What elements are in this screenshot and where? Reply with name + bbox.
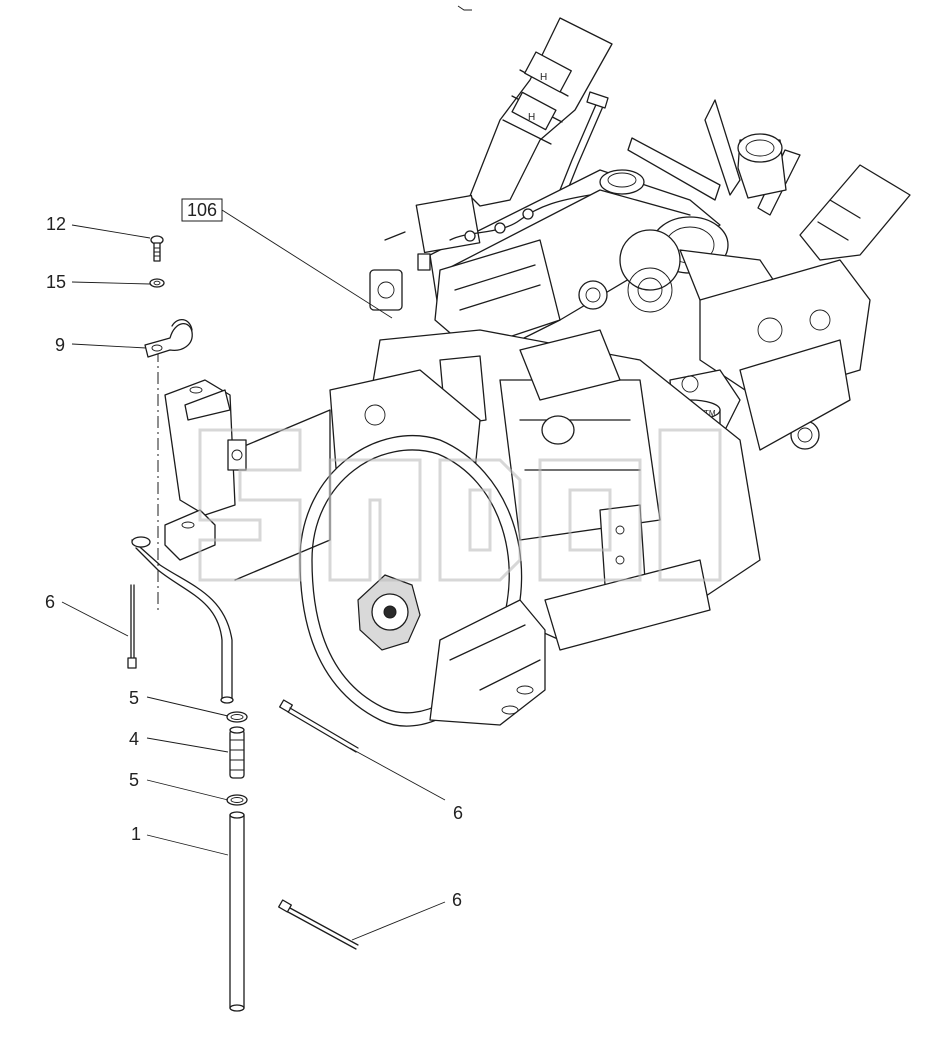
cable-tie-left: [127, 584, 137, 669]
callout-106: 106: [181, 198, 223, 222]
callout-4: 4: [129, 729, 139, 749]
svg-text:TM: TM: [704, 409, 716, 418]
exhaust-manifold: [699, 259, 871, 451]
mount-bracket: [164, 379, 331, 581]
callout-15: 15: [46, 272, 66, 292]
callout-5-upper: 5: [129, 688, 139, 708]
intake-hose: H H: [469, 17, 613, 207]
engine-foot: [429, 559, 711, 726]
callout-1: 1: [131, 824, 141, 844]
leader-lines: [61, 209, 446, 941]
cable-tie-lower: [278, 899, 359, 950]
svg-text:H: H: [540, 72, 547, 83]
washer-part-15: [149, 278, 165, 288]
breather-pipe: [559, 91, 609, 195]
cable-tie-middle: [279, 699, 359, 753]
breather-tube-bent: [131, 536, 234, 704]
callout-9: 9: [55, 335, 65, 355]
bolt-part-12: [150, 235, 164, 262]
svg-text:H: H: [528, 112, 535, 123]
watermark: [198, 428, 722, 582]
tube-part-1: [229, 811, 245, 1012]
callout-6-left: 6: [45, 592, 55, 612]
fan: [627, 99, 801, 216]
clamp-part-9: [144, 319, 193, 358]
svg-text:106: 106: [187, 200, 217, 220]
callout-6-middle: 6: [453, 803, 463, 823]
callout-6-lower: 6: [452, 890, 462, 910]
hose-clamp-lower: [226, 794, 248, 806]
corner-mark: [457, 5, 472, 11]
engine-assembly: H H: [299, 17, 911, 727]
callout-12: 12: [46, 214, 66, 234]
hose-clamp-upper: [226, 711, 248, 723]
wiring: [369, 194, 591, 311]
callout-5-lower: 5: [129, 770, 139, 790]
connector-part-4: [229, 726, 245, 779]
right-hose: [799, 164, 911, 261]
